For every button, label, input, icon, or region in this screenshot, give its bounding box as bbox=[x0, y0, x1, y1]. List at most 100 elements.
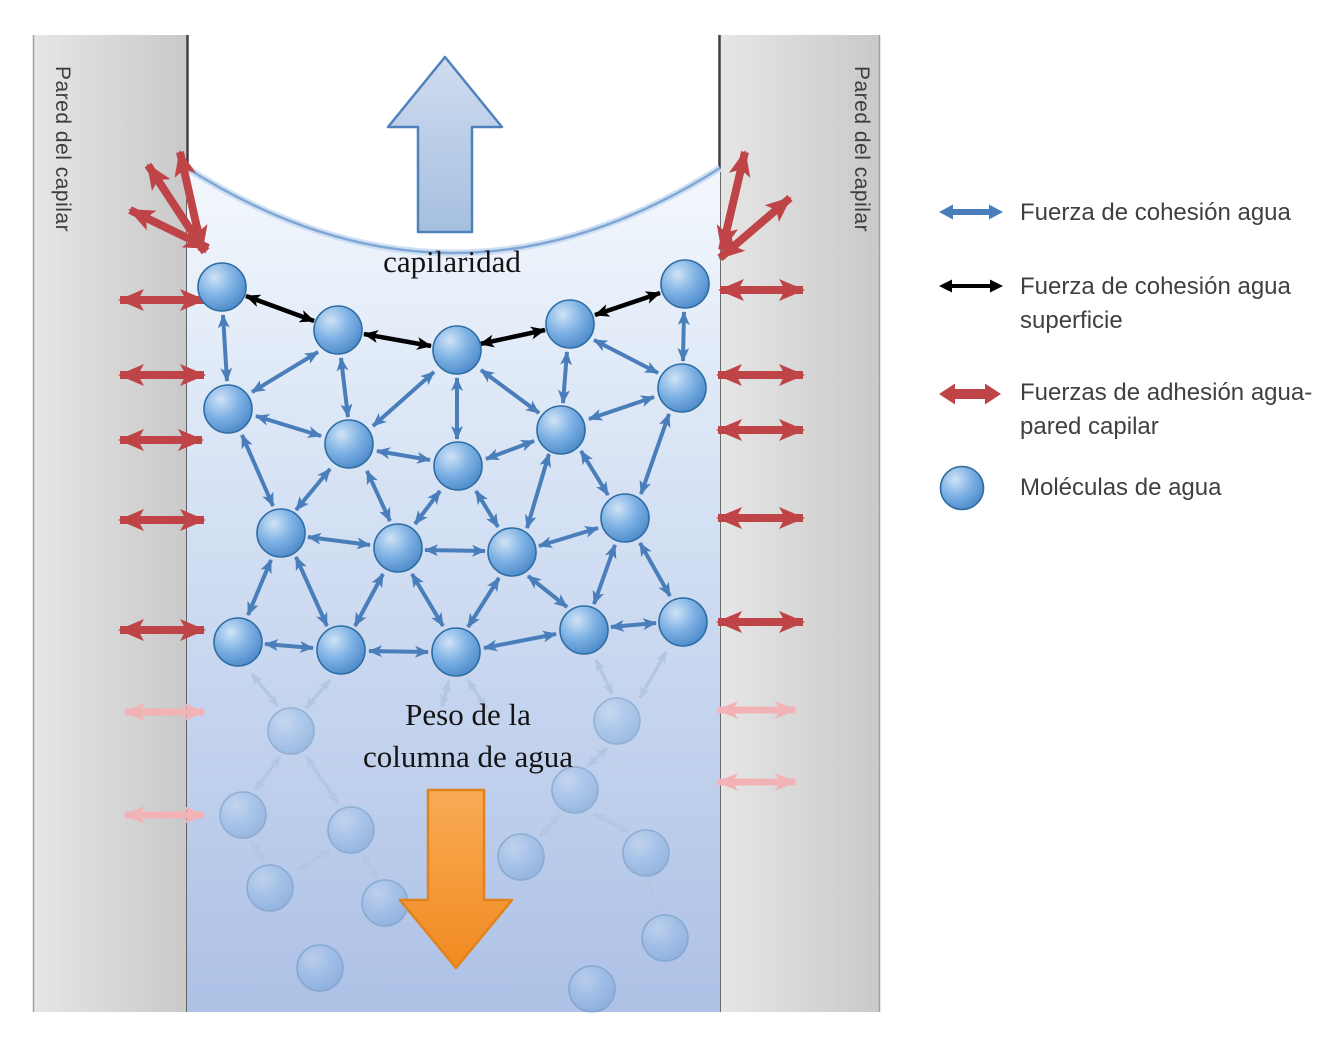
faded-water-molecule bbox=[551, 766, 599, 814]
faded-cohesion-arrow bbox=[253, 755, 282, 792]
cohesion-arrow bbox=[677, 311, 690, 362]
surface-cohesion-arrow bbox=[245, 293, 315, 324]
faded-cohesion-arrow bbox=[466, 679, 488, 709]
cohesion-arrow bbox=[639, 413, 671, 495]
faded-cohesion-arrow bbox=[297, 848, 331, 872]
water-molecule bbox=[657, 363, 707, 413]
cohesion-arrow bbox=[610, 618, 657, 632]
legend-item-molecule: Moléculas de agua bbox=[938, 464, 1338, 512]
cohesion-arrow bbox=[524, 453, 552, 529]
cohesion-arrow bbox=[368, 645, 429, 658]
legend-label-surface-cohesion: Fuerza de cohesión agua superficie bbox=[1020, 273, 1291, 334]
wall-left-label: Pared del capilar bbox=[51, 66, 74, 233]
cohesion-arrow bbox=[294, 467, 332, 512]
legend-item-adhesion: Fuerzas de adhesión agua-pared capilar bbox=[938, 376, 1338, 444]
faded-water-molecule bbox=[246, 864, 294, 912]
faded-cohesion-arrow bbox=[586, 746, 609, 768]
cohesion-arrow bbox=[579, 449, 610, 497]
water-molecule bbox=[487, 527, 537, 577]
faded-cohesion-arrow bbox=[304, 678, 332, 710]
red-double-arrow-icon bbox=[938, 382, 1006, 406]
cohesion-arrow bbox=[483, 630, 557, 652]
cohesion-arrow bbox=[592, 544, 617, 605]
weight-label-line2: columna de agua bbox=[362, 739, 574, 774]
faded-cohesion-arrow bbox=[593, 812, 629, 834]
weight-arrow bbox=[398, 788, 514, 970]
cohesion-arrow bbox=[638, 542, 672, 597]
cohesion-arrow bbox=[376, 447, 431, 464]
cohesion-arrow bbox=[255, 414, 322, 438]
cohesion-arrow bbox=[365, 470, 392, 522]
capillarity-label: capilaridad bbox=[383, 244, 521, 279]
cohesion-arrow bbox=[558, 351, 572, 404]
cohesion-arrow bbox=[526, 574, 569, 609]
water-molecule bbox=[431, 627, 481, 677]
surface-cohesion-arrow bbox=[363, 330, 432, 350]
faded-cohesion-arrow bbox=[304, 755, 340, 804]
cohesion-arrow bbox=[336, 357, 353, 418]
faded-water-molecule bbox=[497, 833, 545, 881]
cohesion-arrow bbox=[294, 556, 329, 627]
cohesion-arrow bbox=[217, 314, 233, 382]
cohesion-arrow bbox=[588, 395, 655, 421]
capillarity-arrow bbox=[386, 55, 504, 234]
faded-water-molecule bbox=[327, 806, 375, 854]
faded-cohesion-arrow bbox=[282, 911, 310, 946]
faded-cohesion-arrow bbox=[638, 651, 668, 699]
black-double-arrow-icon bbox=[938, 276, 1006, 296]
cohesion-arrow bbox=[593, 338, 659, 375]
cohesion-arrow bbox=[250, 350, 320, 394]
water-molecule bbox=[373, 523, 423, 573]
faded-cohesion-arrow bbox=[646, 877, 662, 913]
weight-label-line1: Peso de la bbox=[405, 697, 531, 732]
water-molecule bbox=[316, 625, 366, 675]
faded-water-molecule bbox=[641, 914, 689, 962]
faded-cohesion-arrow bbox=[360, 853, 380, 879]
faded-water-molecule bbox=[568, 965, 616, 1013]
cohesion-arrow bbox=[466, 576, 501, 629]
cohesion-arrow bbox=[307, 532, 371, 550]
faded-water-molecule bbox=[593, 697, 641, 745]
cohesion-arrow bbox=[424, 544, 486, 557]
faded-water-molecule bbox=[219, 791, 267, 839]
legend-label-molecule: Moléculas de agua bbox=[1020, 474, 1222, 501]
blue-double-arrow-icon bbox=[938, 202, 1006, 222]
legend-item-surface-cohesion: Fuerza de cohesión agua superficie bbox=[938, 270, 1338, 338]
water-molecule bbox=[313, 305, 363, 355]
water-molecule bbox=[660, 259, 710, 309]
cohesion-arrow bbox=[413, 489, 442, 526]
water-molecule bbox=[545, 299, 595, 349]
water-molecule bbox=[213, 617, 263, 667]
wall-right-label: Pared del capilar bbox=[850, 66, 873, 233]
cohesion-arrow bbox=[264, 639, 314, 653]
meniscus bbox=[186, 166, 721, 255]
faded-layer bbox=[123, 651, 797, 1013]
molecule-layer bbox=[197, 259, 710, 677]
water-molecule bbox=[658, 597, 708, 647]
cohesion-arrow bbox=[538, 526, 599, 548]
cohesion-arrow bbox=[410, 572, 445, 628]
surface-cohesion-arrow bbox=[594, 290, 661, 318]
cohesion-arrow bbox=[353, 573, 385, 627]
legend-label-adhesion: Fuerzas de adhesión agua-pared capilar bbox=[1020, 379, 1313, 440]
water-molecule bbox=[197, 262, 247, 312]
faded-cohesion-arrow bbox=[250, 672, 280, 708]
water-molecule bbox=[433, 441, 483, 491]
adhesion-arrow bbox=[717, 194, 793, 262]
faded-cohesion-arrow bbox=[440, 680, 451, 707]
weight-label: Peso de la columna de agua bbox=[363, 694, 573, 778]
water-molecule bbox=[256, 508, 306, 558]
cohesion-arrow bbox=[246, 559, 273, 616]
legend-item-cohesion: Fuerza de cohesión agua bbox=[938, 196, 1338, 230]
faded-cohesion-arrow bbox=[538, 813, 562, 838]
adhesion-arrow bbox=[128, 206, 210, 252]
cohesion-arrow bbox=[485, 439, 535, 461]
water-molecule bbox=[203, 384, 253, 434]
cohesion-arrow bbox=[474, 489, 500, 529]
faded-water-molecule bbox=[296, 944, 344, 992]
water-molecule-icon bbox=[938, 464, 1006, 512]
water-molecule bbox=[536, 405, 586, 455]
cohesion-arrow bbox=[479, 368, 541, 415]
